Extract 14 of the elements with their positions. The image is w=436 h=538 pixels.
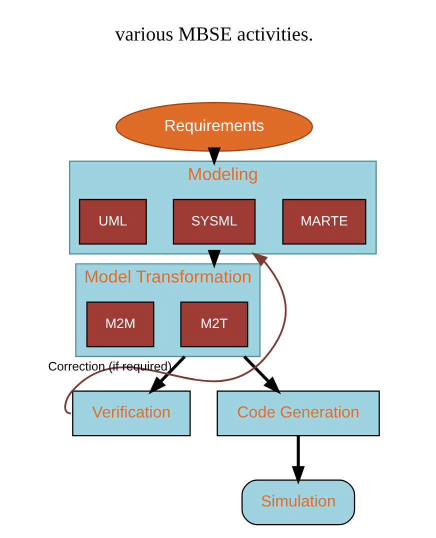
arrow	[292, 436, 305, 485]
node-box: M2T	[180, 302, 248, 348]
arrow	[208, 250, 221, 268]
arrow	[148, 355, 186, 394]
node-box: SYSML	[172, 198, 256, 245]
arrow	[208, 147, 221, 166]
arrow	[243, 355, 282, 394]
node-box: Code Generation	[216, 390, 380, 436]
node-box: MARTE	[282, 198, 366, 245]
node-box: M2M	[86, 302, 154, 348]
node-box: Simulation	[241, 480, 356, 526]
node-box: UML	[78, 198, 147, 245]
label: various MBSE activities.	[115, 23, 314, 46]
node-box: Verification	[72, 390, 191, 436]
